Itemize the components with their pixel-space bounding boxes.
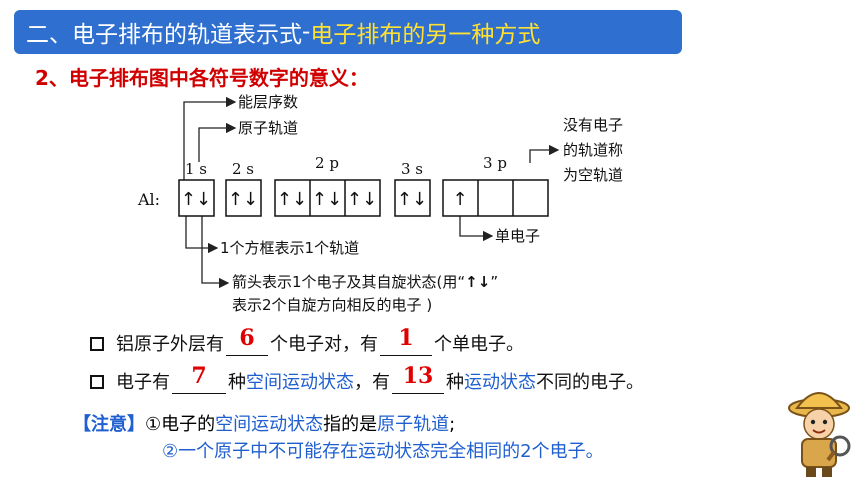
- answer-blank-motion: 13: [392, 363, 444, 394]
- pointer-empty-orbital: [529, 144, 560, 163]
- orbital-box-3p: [442, 179, 549, 217]
- orbital-box-1s: [178, 179, 215, 217]
- label-arrow-meaning-2: 表示2个自旋方向相反的电子 ): [232, 296, 432, 314]
- label-empty-2: 的轨道称: [563, 141, 623, 159]
- element-label: Al:: [137, 190, 160, 209]
- electron-pair-2p-3: ↑↓: [347, 189, 377, 210]
- electron-pair-2s: ↑↓: [228, 189, 258, 210]
- title-part1: 二、电子排布的轨道表示式: [26, 22, 302, 48]
- electron-pair-2p-1: ↑↓: [277, 189, 307, 210]
- electron-pair-1s: ↑↓: [181, 189, 211, 210]
- label-box-meaning: 1个方框表示1个轨道: [220, 239, 359, 257]
- orbital-box-2s: [225, 179, 262, 217]
- question-1: 铝原子外层有 6 个电子对，有 1 个单电子。: [90, 325, 524, 356]
- orbital-box-2p: [274, 179, 381, 217]
- orbital-label-1s: 1 s: [185, 160, 207, 178]
- answer-blank-pairs: 6: [226, 325, 268, 356]
- electron-pair-3s: ↑↓: [397, 189, 427, 210]
- pointer-box: [185, 216, 219, 254]
- answer-blank-single: 1: [380, 325, 432, 356]
- label-energy-level: 能层序数: [238, 93, 298, 111]
- question-2: 电子有 7 种 空间运动状态 ，有 13 种 运动状态 不同的电子。: [90, 363, 644, 394]
- pointer-single-electron: [459, 216, 494, 242]
- orbital-label-2s: 2 s: [232, 160, 254, 178]
- note-line-1: 【注意】①电子的空间运动状态指的是原子轨道;: [73, 414, 456, 435]
- label-empty-3: 为空轨道: [563, 166, 623, 184]
- orbital-label-3s: 3 s: [401, 160, 423, 178]
- note-line-2: ②一个原子中不可能存在运动状态完全相同的2个电子。: [162, 441, 604, 462]
- title-banner: 二、电子排布的轨道表示式-电子排布的另一种方式: [14, 10, 682, 54]
- explorer-mascot-icon: [788, 392, 851, 477]
- title-dash: -: [302, 19, 311, 45]
- pointer-energy-level: [183, 96, 237, 180]
- label-arrow-meaning-1: 箭头表示1个电子及其自旋状态(用“↑↓”: [232, 273, 498, 291]
- answer-blank-spatial: 7: [172, 363, 226, 394]
- pointer-arrow-meaning: [201, 206, 230, 289]
- electron-single-3p: ↑: [452, 189, 467, 210]
- label-empty-1: 没有电子: [563, 116, 623, 134]
- orbital-box-3s: [394, 179, 431, 217]
- label-single-electron: 单电子: [495, 227, 540, 245]
- section-heading: 2、电子排布图中各符号数字的意义：: [35, 66, 369, 90]
- bullet-square-icon: [90, 375, 104, 389]
- orbital-label-2p: 2 p: [315, 154, 339, 172]
- pointer-atomic-orbital: [198, 122, 237, 162]
- bullet-square-icon: [90, 337, 104, 351]
- label-atomic-orbital: 原子轨道: [238, 119, 298, 137]
- title-part2: 电子排布的另一种方式: [310, 22, 541, 48]
- electron-pair-2p-2: ↑↓: [312, 189, 342, 210]
- orbital-label-3p: 3 p: [483, 154, 507, 172]
